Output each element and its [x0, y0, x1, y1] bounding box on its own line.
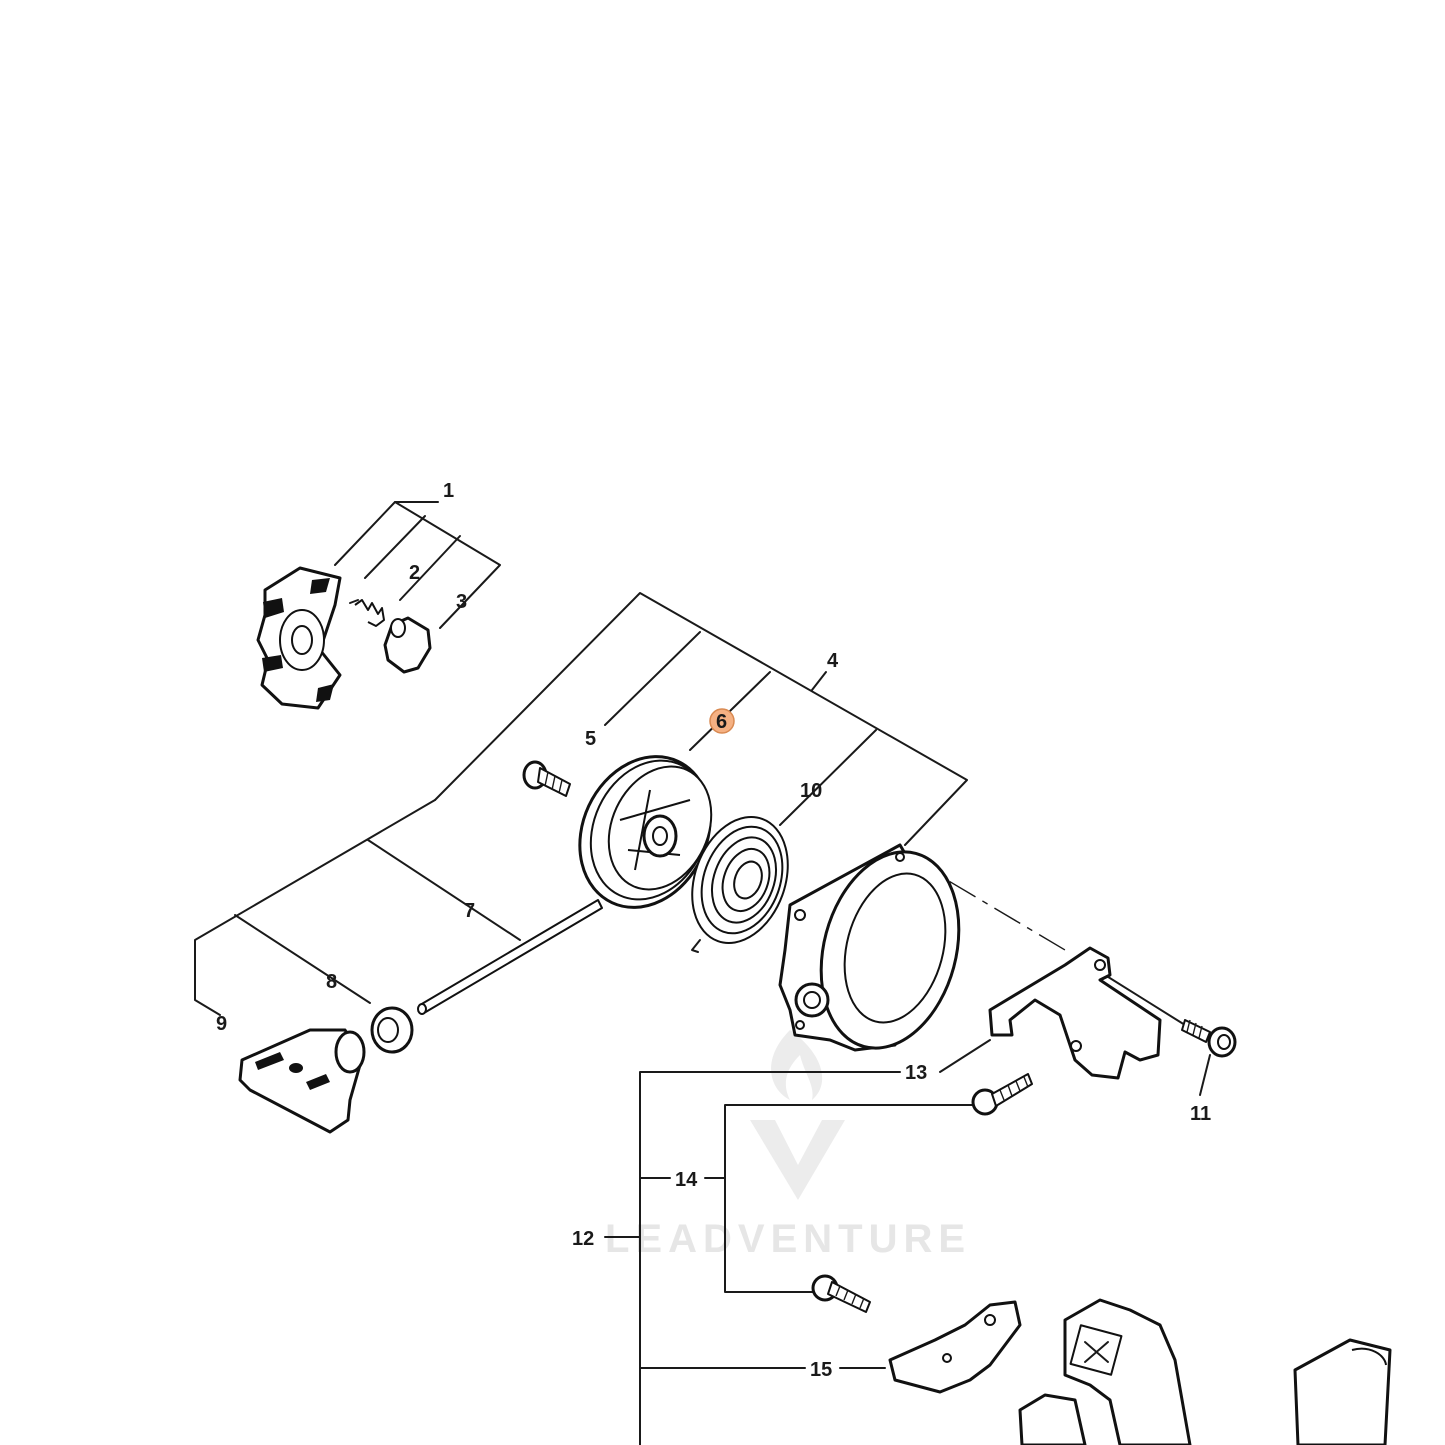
- watermark-text: LEADVENTURE: [605, 1217, 971, 1261]
- pawl-part: [383, 616, 432, 674]
- starter-grip-part: [238, 1028, 366, 1134]
- throttle-block-part: [1018, 1393, 1087, 1445]
- callout-8[interactable]: 8: [326, 971, 337, 993]
- callout-14[interactable]: 14: [675, 1169, 698, 1191]
- starter-rope-part: [417, 899, 603, 1015]
- callout-10[interactable]: 10: [800, 780, 822, 802]
- bolt-11-part: [1181, 1019, 1237, 1058]
- small-spring-part: [349, 599, 385, 627]
- callout-3[interactable]: 3: [456, 591, 467, 613]
- leader-lines: [194, 501, 1211, 1445]
- screw-5-part: [522, 760, 571, 797]
- callout-labels: 1 2 3 4 5 6 7 8 9 10 11 12 13 14 15: [216, 480, 1211, 1381]
- callout-7[interactable]: 7: [464, 900, 475, 922]
- callout-5[interactable]: 5: [585, 728, 596, 750]
- callout-11[interactable]: 11: [1190, 1103, 1211, 1125]
- screw-14b-part: [811, 1274, 871, 1313]
- handle-lower-part: [1063, 1298, 1192, 1445]
- callout-6[interactable]: 6: [716, 711, 727, 733]
- bracket-part: [988, 946, 1162, 1080]
- starter-housing-part: [778, 843, 961, 1052]
- grommet-part: [370, 1006, 414, 1054]
- callout-1[interactable]: 1: [443, 480, 454, 502]
- clamp-piece-part: [888, 1300, 1022, 1394]
- watermark: LEADVENTURE: [605, 1030, 971, 1261]
- callout-13[interactable]: 13: [905, 1062, 927, 1084]
- rope-rotor-part: [578, 755, 713, 909]
- tube-part: [1293, 1338, 1392, 1445]
- callout-15[interactable]: 15: [810, 1359, 832, 1381]
- callout-4[interactable]: 4: [827, 650, 839, 672]
- callout-6-highlight[interactable]: 6: [709, 708, 735, 734]
- screw-14a-part: [971, 1073, 1033, 1116]
- callout-2[interactable]: 2: [409, 562, 420, 584]
- callout-12[interactable]: 12: [572, 1228, 594, 1250]
- callout-9[interactable]: 9: [216, 1013, 227, 1035]
- pawl-carrier-part: [256, 566, 342, 710]
- watermark-logo-icon: [750, 1030, 845, 1200]
- recoil-spring-part: [691, 816, 789, 953]
